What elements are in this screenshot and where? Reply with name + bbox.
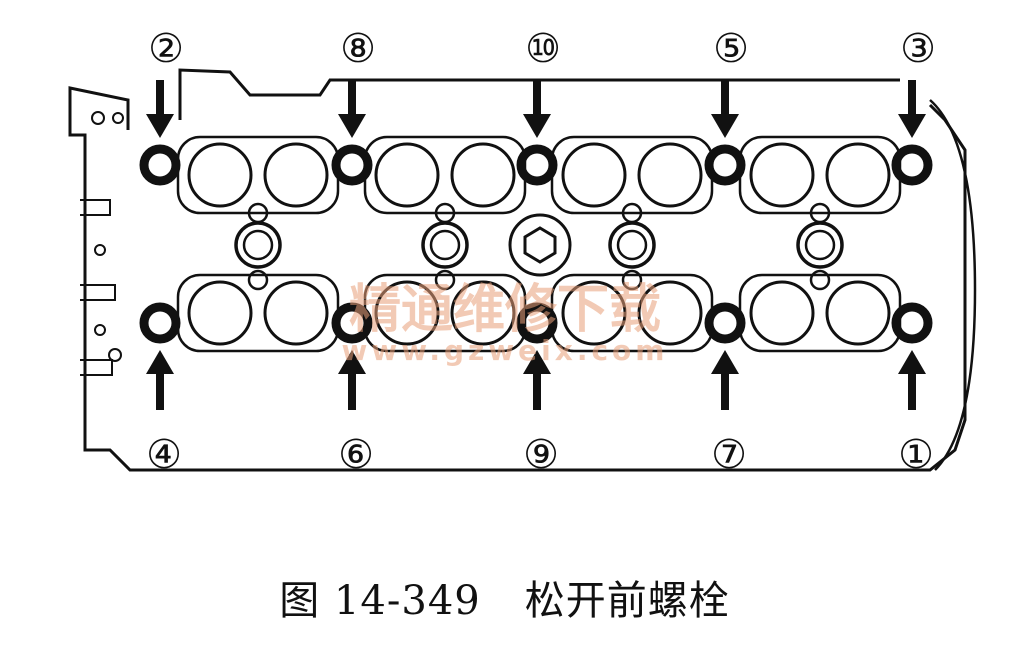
valve-port xyxy=(637,142,703,208)
bolt-sequence-label: ⑩ xyxy=(525,26,561,72)
bolt-sequence-label: ⑨ xyxy=(523,432,559,478)
figure-title: 松开前螺栓 xyxy=(524,578,730,624)
small-bolt-hole xyxy=(247,269,269,291)
bolt-ring xyxy=(704,302,746,344)
bolt-ring xyxy=(704,144,746,186)
small-bolt-hole xyxy=(809,269,831,291)
bolt-ring xyxy=(331,144,373,186)
bolt-sequence-label: ③ xyxy=(900,26,936,72)
hex-plug xyxy=(508,213,572,277)
arrow-head xyxy=(523,350,551,374)
spark-plug-wells xyxy=(234,221,844,269)
watermark: 精通维修下载 www.gzweix.com xyxy=(342,280,669,367)
valve-port xyxy=(561,142,627,208)
arrow-head xyxy=(898,114,926,138)
arrow-head xyxy=(146,114,174,138)
bolt-ring xyxy=(516,144,558,186)
valve-port xyxy=(187,142,253,208)
head-bolt: ② xyxy=(139,26,184,186)
valve-port xyxy=(825,280,891,346)
arrow-head xyxy=(898,350,926,374)
arrow-head xyxy=(146,350,174,374)
valve-port xyxy=(450,142,516,208)
head-bolt: ⑩ xyxy=(516,26,561,186)
valve-port xyxy=(263,280,329,346)
valve-port xyxy=(374,142,440,208)
bolt-ring xyxy=(891,144,933,186)
bolt-ring xyxy=(516,302,558,344)
small-bolt-hole xyxy=(434,269,456,291)
plug-well-outer xyxy=(234,221,282,269)
head-bolt: ① xyxy=(891,302,934,478)
head-bolt: ⑨ xyxy=(516,302,559,478)
bolt-ring xyxy=(139,302,181,344)
arrow-head xyxy=(338,114,366,138)
figure-caption: 图 14-349 松开前螺栓 xyxy=(0,568,1009,626)
head-outline xyxy=(68,68,977,472)
plug-well-inner xyxy=(804,229,836,261)
valve-port xyxy=(374,280,440,346)
left-end-details xyxy=(91,111,124,362)
watermark-text: 精通维修下载 xyxy=(349,280,661,340)
bolt-sequence-label: ⑤ xyxy=(713,26,749,72)
bolt-ring xyxy=(891,302,933,344)
bolt-sequence-label: ① xyxy=(898,432,934,478)
watermark-url: www.gzweix.com xyxy=(342,334,669,367)
plug-well-outer xyxy=(796,221,844,269)
head-bolt: ⑧ xyxy=(331,26,376,186)
valve-ports xyxy=(176,135,902,353)
arrow-head xyxy=(523,114,551,138)
bolt-sequence-label: ⑦ xyxy=(711,432,747,478)
bolt-sequence-label: ④ xyxy=(146,432,182,478)
valve-port xyxy=(263,142,329,208)
head-bolt: ⑥ xyxy=(331,302,374,478)
plug-well-outer xyxy=(421,221,469,269)
bolt-sequence-label: ② xyxy=(148,26,184,72)
head-bolt: ⑤ xyxy=(704,26,749,186)
cylinder-head-diagram: ② ⑧ ⑩ ⑤ ③ ④ ⑥ ⑨ ⑦ ① 精通维修下载 www.gzweix.com xyxy=(68,26,977,478)
plug-well-inner xyxy=(616,229,648,261)
plug-well-outer xyxy=(608,221,656,269)
plug-well-inner xyxy=(242,229,274,261)
plug-well-inner xyxy=(429,229,461,261)
small-bolt-hole xyxy=(621,269,643,291)
head-bolt: ⑦ xyxy=(704,302,747,478)
arrow-head xyxy=(711,350,739,374)
head-bolt: ③ xyxy=(891,26,936,186)
valve-port xyxy=(637,280,703,346)
bolt-sequence-label: ⑥ xyxy=(338,432,374,478)
valve-port xyxy=(749,142,815,208)
figure-number: 图 14-349 xyxy=(279,578,481,624)
valve-port xyxy=(825,142,891,208)
bolt-sequence-label: ⑧ xyxy=(340,26,376,72)
valve-port xyxy=(749,280,815,346)
bolt-ring xyxy=(331,302,373,344)
head-bolts: ② ⑧ ⑩ ⑤ ③ ④ ⑥ ⑨ ⑦ ① xyxy=(139,26,936,478)
arrow-head xyxy=(338,350,366,374)
bolt-ring xyxy=(139,144,181,186)
valve-port xyxy=(187,280,253,346)
arrow-head xyxy=(711,114,739,138)
valve-port xyxy=(450,280,516,346)
valve-port xyxy=(561,280,627,346)
head-bolt: ④ xyxy=(139,302,182,478)
